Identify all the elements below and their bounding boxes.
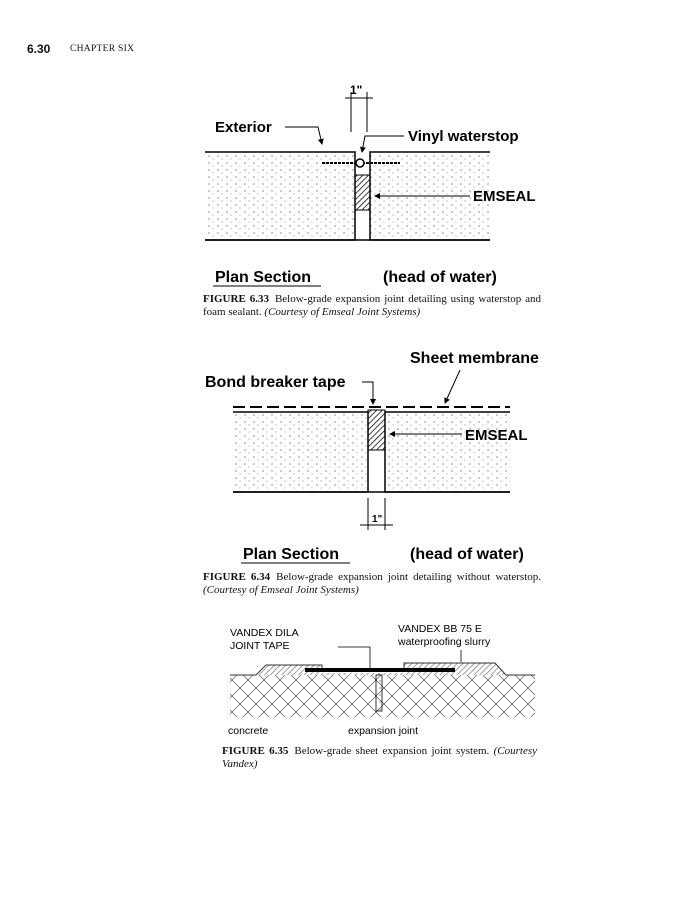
label-emseal-2: EMSEAL [465, 427, 528, 444]
fig33-dimension: 1" [350, 83, 362, 97]
figure-6-34-drawing: Sheet membrane Bond breaker tape EMSEAL … [205, 350, 539, 564]
fig33-plan-section: Plan Section [215, 269, 311, 286]
fig33-head-of-water: (head of water) [383, 269, 497, 286]
label-vandex-dila: VANDEX DILA [230, 627, 299, 639]
caption-text: Below-grade expansion joint detailing wi… [276, 571, 542, 583]
label-joint-tape: JOINT TAPE [230, 640, 290, 652]
label-vandex-bb: VANDEX BB 75 E [398, 623, 482, 635]
caption-number: FIGURE 6.33 [203, 293, 269, 305]
fig34-head-of-water: (head of water) [410, 546, 524, 563]
label-waterproofing-slurry: waterproofing slurry [397, 636, 491, 648]
label-expansion-joint: expansion joint [348, 725, 418, 737]
label-vinyl-waterstop: Vinyl waterstop [408, 128, 519, 145]
page-number: 6.30 [27, 42, 51, 56]
caption-courtesy: (Courtesy of Emseal Joint Systems) [264, 306, 421, 318]
caption-number: FIGURE 6.35 [222, 745, 289, 757]
label-emseal: EMSEAL [473, 188, 536, 205]
fig34-plan-section: Plan Section [243, 546, 339, 563]
caption-courtesy: (Courtesy of Emseal Joint Systems) [203, 584, 359, 596]
figure-6-33-drawing: 1" Exterior Vinyl waterstop EMSEAL Plan … [205, 83, 536, 287]
caption-text: Below-grade expansion joint detailing us… [203, 293, 541, 318]
label-bond-breaker-tape: Bond breaker tape [205, 374, 346, 391]
figure-6-34-caption: FIGURE 6.34 Below-grade expansion joint d… [203, 571, 541, 597]
label-concrete: concrete [228, 725, 268, 737]
caption-text: Below-grade sheet expansion joint system… [294, 745, 490, 757]
caption-number: FIGURE 6.34 [203, 571, 271, 583]
figure-6-35-caption: FIGURE 6.35 Below-grade sheet expansion j… [222, 745, 537, 771]
running-header: CHAPTER SIX [70, 44, 135, 54]
label-exterior: Exterior [215, 119, 272, 136]
label-sheet-membrane: Sheet membrane [410, 350, 539, 367]
caption-courtesy: (Courtesy Vandex) [222, 745, 538, 770]
fig34-dimension: 1" [372, 514, 383, 525]
figure-6-35-drawing: VANDEX DILA JOINT TAPE VANDEX BB 75 E wa… [228, 623, 535, 737]
